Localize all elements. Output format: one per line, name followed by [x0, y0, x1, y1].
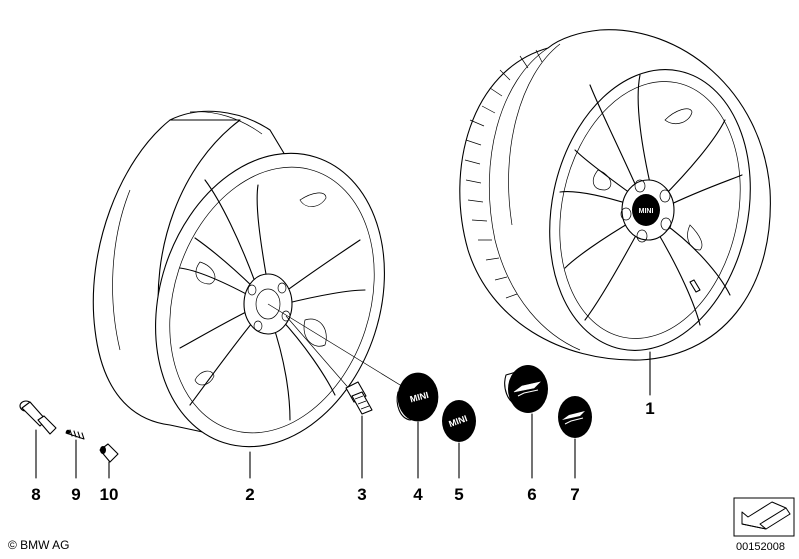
- tire-valve: [19, 400, 57, 435]
- document-number: 00152008: [736, 541, 785, 553]
- emblem-winged: [558, 396, 592, 438]
- hub-cap-winged: [504, 365, 548, 413]
- part-number-2: 2: [245, 485, 254, 504]
- part-number-10: 10: [100, 485, 119, 504]
- explode-lines: [267, 303, 406, 393]
- center-cap-logo: MINI: [639, 208, 654, 215]
- part-number-8: 8: [31, 485, 40, 504]
- part-number-4: 4: [413, 485, 423, 504]
- hub-cap-with-chrome-edge: MINI: [396, 372, 439, 422]
- part-number-5: 5: [454, 485, 463, 504]
- hub-cap-logo: MINI: [409, 390, 430, 405]
- part-number-3: 3: [357, 485, 366, 504]
- valve-cap: [99, 443, 119, 463]
- part-number-6: 6: [527, 485, 536, 504]
- part-number-1: 1: [645, 399, 654, 418]
- part-number-7: 7: [570, 485, 579, 504]
- wheel-bolt: [345, 381, 373, 415]
- complete-wheel-with-tire: MINI: [459, 29, 771, 361]
- valve-insert: [65, 429, 85, 440]
- light-alloy-rim: [92, 110, 385, 448]
- emblem-mini: MINI: [442, 400, 476, 442]
- leader-lines: [35, 351, 651, 479]
- arrow-icon: [733, 497, 795, 537]
- copyright-notice: © BMW AG: [8, 538, 70, 552]
- part-number-9: 9: [71, 485, 80, 504]
